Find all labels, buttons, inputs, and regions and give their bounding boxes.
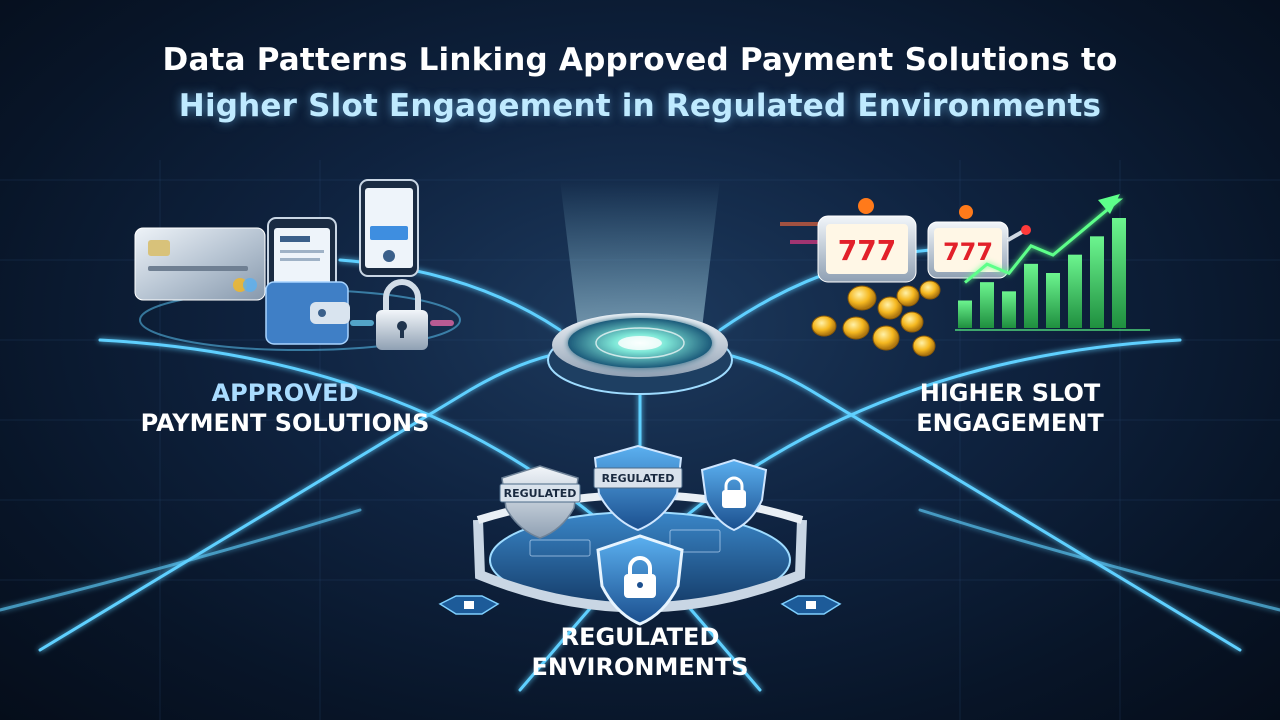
node-label-payments: APPROVED PAYMENT SOLUTIONS — [110, 378, 460, 438]
growth-arrow-icon — [964, 194, 1124, 284]
shield-badge-center: REGULATED — [593, 444, 683, 532]
title-line-2: Higher Slot Engagement in Regulated Envi… — [178, 88, 1102, 124]
title-line-1: Data Patterns Linking Approved Payment S… — [162, 42, 1118, 78]
chart-bar — [958, 300, 972, 328]
shield-lock-icon — [596, 534, 684, 626]
wallet-icon — [265, 281, 350, 345]
node-label-engagement-line1: HIGHER SLOT — [919, 379, 1101, 407]
node-label-regulated-line2: ENVIRONMENTS — [531, 653, 749, 681]
padlock-icon — [350, 279, 454, 350]
node-label-regulated-line1: REGULATED — [560, 623, 720, 651]
engagement-cluster: 777 777 — [780, 194, 1150, 357]
chart-bar — [1090, 236, 1104, 328]
chart-bar — [1112, 218, 1126, 328]
node-label-payments-line1: APPROVED — [211, 379, 359, 407]
chart-bar — [980, 282, 994, 328]
node-label-engagement-line2: ENGAGEMENT — [916, 409, 1104, 437]
smartphone-icon — [359, 179, 419, 277]
bar-chart — [958, 218, 1126, 328]
slot-reel-2: 777 — [943, 238, 993, 266]
chart-bar — [1046, 273, 1060, 328]
chart-bar — [1002, 291, 1016, 328]
slot-machine-icon: 777 — [780, 198, 917, 283]
shield-lock-icon — [780, 595, 842, 615]
chart-bar — [1068, 254, 1082, 328]
slot-machine-icon: 777 — [927, 205, 1031, 279]
central-hub-icon — [547, 180, 733, 395]
shield-lock-icon — [438, 595, 500, 615]
shield-lock-icon — [700, 458, 768, 532]
node-label-engagement: HIGHER SLOT ENGAGEMENT — [820, 378, 1200, 438]
payment-cluster — [134, 179, 461, 351]
regulated-badge-left: REGULATED — [504, 487, 577, 500]
slot-reel-1: 777 — [838, 234, 896, 267]
shield-badge-left: REGULATED — [499, 465, 581, 539]
regulated-arena: REGULATED REGULATED — [438, 444, 842, 626]
node-label-payments-line2: PAYMENT SOLUTIONS — [140, 409, 430, 437]
regulated-badge-center: REGULATED — [602, 472, 675, 485]
node-label-regulated: REGULATED ENVIRONMENTS — [440, 622, 840, 682]
chart-bar — [1024, 263, 1038, 328]
credit-card-icon — [134, 227, 266, 301]
coin-icon — [811, 280, 941, 357]
